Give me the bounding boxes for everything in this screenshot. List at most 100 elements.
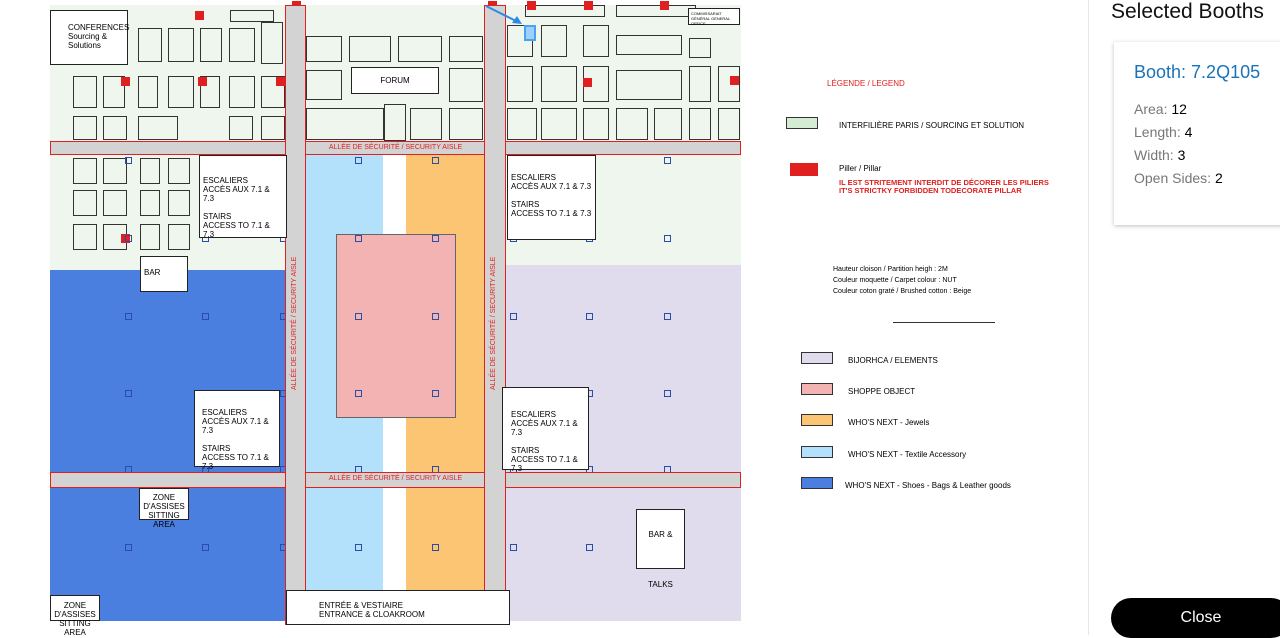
column-marker — [664, 157, 671, 164]
column-marker — [664, 235, 671, 242]
security-aisle-bottom: ALLÉE DE SÉCURITÉ / SECURITY AISLE — [50, 472, 741, 488]
conference-area: CONFERENCES Sourcing & Solutions — [50, 10, 129, 65]
booth[interactable] — [73, 158, 97, 184]
column-marker — [510, 544, 517, 551]
booth[interactable] — [261, 116, 285, 140]
column-marker — [432, 313, 439, 320]
general-office: COMMISSARIAT GÉNÉRAL GENERAL OFFICE — [688, 8, 740, 26]
column-marker — [586, 544, 593, 551]
booth[interactable] — [689, 66, 711, 102]
booth[interactable] — [168, 76, 194, 108]
booth[interactable] — [140, 224, 160, 250]
booth[interactable] — [138, 116, 178, 140]
column-marker — [355, 235, 362, 242]
booth[interactable] — [349, 36, 391, 62]
column-marker — [125, 313, 132, 320]
booth[interactable] — [541, 108, 577, 140]
booth-id: Booth: 7.2Q105 — [1134, 62, 1261, 82]
booth[interactable] — [73, 76, 97, 108]
booth[interactable] — [140, 190, 160, 216]
booth[interactable] — [616, 108, 648, 140]
security-aisle-top: ALLÉE DE SÉCURITÉ / SECURITY AISLE — [50, 141, 741, 155]
booth[interactable] — [261, 76, 285, 108]
column-marker — [432, 390, 439, 397]
booth[interactable] — [616, 70, 682, 100]
forum-area: FORUM — [351, 67, 439, 94]
booth-card: Booth: 7.2Q105 Area: 12 Length: 4 Width:… — [1114, 42, 1280, 225]
booth[interactable] — [306, 36, 342, 62]
booth[interactable] — [73, 116, 97, 140]
booth[interactable] — [168, 224, 190, 250]
booth[interactable] — [449, 108, 483, 140]
booth[interactable] — [138, 76, 158, 108]
column-marker — [586, 313, 593, 320]
booth[interactable] — [200, 28, 222, 62]
booth[interactable] — [200, 76, 220, 108]
booth[interactable] — [103, 190, 127, 216]
close-button[interactable]: Close — [1111, 598, 1280, 638]
booth[interactable] — [507, 66, 533, 102]
booth[interactable] — [306, 108, 384, 140]
booth[interactable] — [449, 68, 483, 102]
panel-title: Selected Booths — [1111, 0, 1264, 23]
booth[interactable] — [616, 35, 682, 55]
selected-booth-arrow-icon — [485, 5, 522, 24]
booth[interactable] — [168, 28, 194, 62]
booth[interactable] — [140, 158, 160, 184]
booth[interactable] — [103, 76, 125, 108]
column-marker — [664, 390, 671, 397]
booth[interactable] — [718, 66, 740, 102]
booth[interactable] — [261, 22, 283, 64]
bar-talks-area: BAR & TALKS — [636, 509, 685, 589]
booth[interactable] — [689, 38, 711, 58]
legend-swatch — [801, 352, 833, 364]
booth[interactable] — [525, 5, 605, 17]
booth[interactable] — [541, 25, 567, 57]
legend-label: SHOPPE OBJECT — [848, 387, 916, 396]
legend-swatch — [801, 383, 833, 395]
column-marker — [432, 157, 439, 164]
booth[interactable] — [541, 66, 577, 102]
booth[interactable] — [689, 108, 711, 140]
booth[interactable] — [616, 5, 696, 17]
booth[interactable] — [230, 10, 274, 22]
booth[interactable] — [384, 104, 406, 141]
booth[interactable] — [73, 224, 97, 250]
booth[interactable] — [507, 25, 533, 57]
booth[interactable] — [654, 108, 682, 140]
legend-label: Piller / Pillar — [839, 164, 882, 173]
column-marker — [125, 157, 132, 164]
pillar — [198, 77, 207, 86]
pillar — [583, 78, 592, 87]
booth[interactable] — [103, 158, 127, 184]
pillar-warning: IL EST STRITEMENT INTERDIT DE DÉCORER LE… — [839, 178, 1049, 195]
booth[interactable] — [583, 108, 609, 140]
booth[interactable] — [168, 158, 190, 184]
booth[interactable] — [583, 25, 609, 57]
booth[interactable] — [73, 190, 97, 216]
pillar — [121, 77, 130, 86]
booth[interactable] — [103, 116, 127, 140]
booth[interactable] — [229, 116, 253, 140]
length-row: Length: 4 — [1134, 124, 1193, 140]
legend-label: WHO'S NEXT - Textile Accessory — [848, 450, 967, 459]
legend-label: WHO'S NEXT - Shoes - Bags & Leather good… — [845, 481, 1011, 490]
column-marker — [510, 313, 517, 320]
booth[interactable] — [449, 36, 483, 62]
booth[interactable] — [229, 28, 255, 62]
legend-label: BIJORHCA / ELEMENTS — [848, 356, 938, 365]
booth[interactable] — [507, 108, 537, 140]
booth[interactable] — [168, 190, 190, 216]
booth[interactable] — [306, 70, 342, 100]
selected-booth-7.2Q105[interactable] — [524, 25, 536, 41]
legend-swatch-sourcing — [786, 117, 818, 129]
booth[interactable] — [398, 36, 442, 62]
booth[interactable] — [410, 108, 442, 140]
booth[interactable] — [718, 108, 740, 140]
booth[interactable] — [229, 76, 255, 108]
booth[interactable] — [138, 28, 162, 62]
